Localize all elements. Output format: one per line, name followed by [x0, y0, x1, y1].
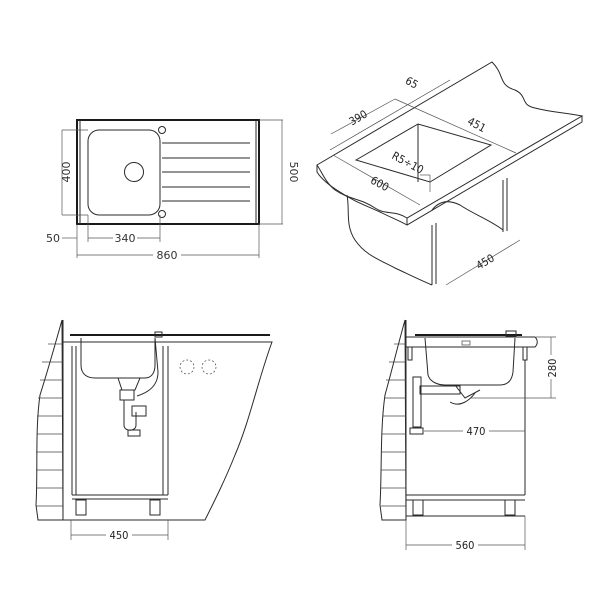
cabinet-foot: [412, 499, 424, 516]
iso-offset-label: 65: [403, 74, 420, 91]
worktop-depth-label: 600: [368, 174, 391, 194]
cabinet-foot: [75, 499, 87, 516]
iso-cabinet-width-label: 450: [474, 252, 497, 273]
tap-hole-icon: [158, 126, 166, 134]
trap-distance-label: 470: [467, 425, 486, 438]
front-view: 450: [35, 319, 273, 542]
radius-label: R5÷10: [390, 149, 426, 176]
side-view: 280 470 560: [379, 319, 559, 552]
sink-outline: [76, 119, 260, 225]
isometric-view: 390 65 451 R5÷10 600 450: [316, 61, 584, 286]
bowl-depth-label: 400: [60, 162, 73, 183]
bowl-height-label: 280: [546, 359, 559, 378]
cabinet-depth-label: 560: [456, 539, 475, 552]
bowl-section: [424, 337, 516, 386]
cabinet-foot: [504, 499, 516, 516]
socket-hole-icon: [179, 359, 195, 375]
drain-icon: [124, 162, 144, 182]
front-cabinet-width-label: 450: [110, 529, 129, 542]
depth-label: 500: [287, 162, 300, 183]
worktop: [316, 61, 584, 219]
drain-trap: [119, 389, 135, 401]
brick-wall: [35, 319, 64, 521]
drainer-grooves: [162, 142, 250, 202]
cutout: [354, 123, 493, 183]
cutout-depth-label: 390: [347, 108, 370, 129]
top-view: 400 500 50 340 860: [46, 119, 300, 262]
bowl-width-label: 340: [115, 232, 136, 245]
drain-trap: [412, 376, 422, 428]
bowl-outline: [87, 129, 161, 216]
cabinet-foot: [149, 499, 161, 516]
bowl-section: [80, 338, 156, 379]
overflow-hole-icon: [158, 210, 166, 218]
offset-label: 50: [46, 232, 60, 245]
socket-hole-icon: [201, 359, 217, 375]
brick-wall: [379, 319, 407, 521]
width-label: 860: [157, 249, 178, 262]
